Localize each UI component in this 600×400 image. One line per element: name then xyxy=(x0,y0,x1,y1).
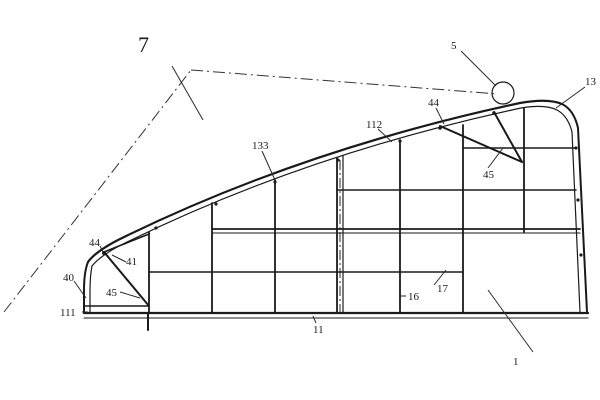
roof-arch xyxy=(86,99,564,267)
end-frame-right xyxy=(556,103,588,313)
label-44-upper: 44 xyxy=(428,97,440,109)
label-5: 5 xyxy=(451,40,457,52)
base-beam xyxy=(82,305,590,331)
label-16: 16 xyxy=(408,291,420,303)
label-41: 41 xyxy=(126,256,137,268)
diagonal-braces xyxy=(103,111,523,307)
label-13: 13 xyxy=(585,76,597,88)
label-112: 112 xyxy=(366,119,382,131)
dash-dot-lines xyxy=(3,65,499,313)
label-45-lower: 45 xyxy=(106,287,118,299)
rivets xyxy=(102,111,583,257)
horizontal-bars xyxy=(148,147,581,273)
label-7: 7 xyxy=(138,32,149,57)
label-133: 133 xyxy=(252,140,269,152)
label-111: 111 xyxy=(60,307,76,319)
end-frame-left xyxy=(83,261,93,314)
reference-labels: 7 5 13 44 112 133 45 44 41 40 45 111 16 … xyxy=(60,32,597,368)
cross-tick-line xyxy=(171,65,204,121)
label-45-upper: 45 xyxy=(483,169,495,181)
leader-lines xyxy=(73,50,586,353)
label-1: 1 xyxy=(513,356,519,368)
pulley-circle-5 xyxy=(491,81,515,105)
vertical-posts xyxy=(148,107,525,314)
top-dash-line xyxy=(190,69,499,95)
diagonal-dash-line xyxy=(3,69,192,313)
label-44-lower: 44 xyxy=(89,237,101,249)
label-17: 17 xyxy=(437,283,449,295)
label-11: 11 xyxy=(313,324,324,336)
label-40: 40 xyxy=(63,272,75,284)
